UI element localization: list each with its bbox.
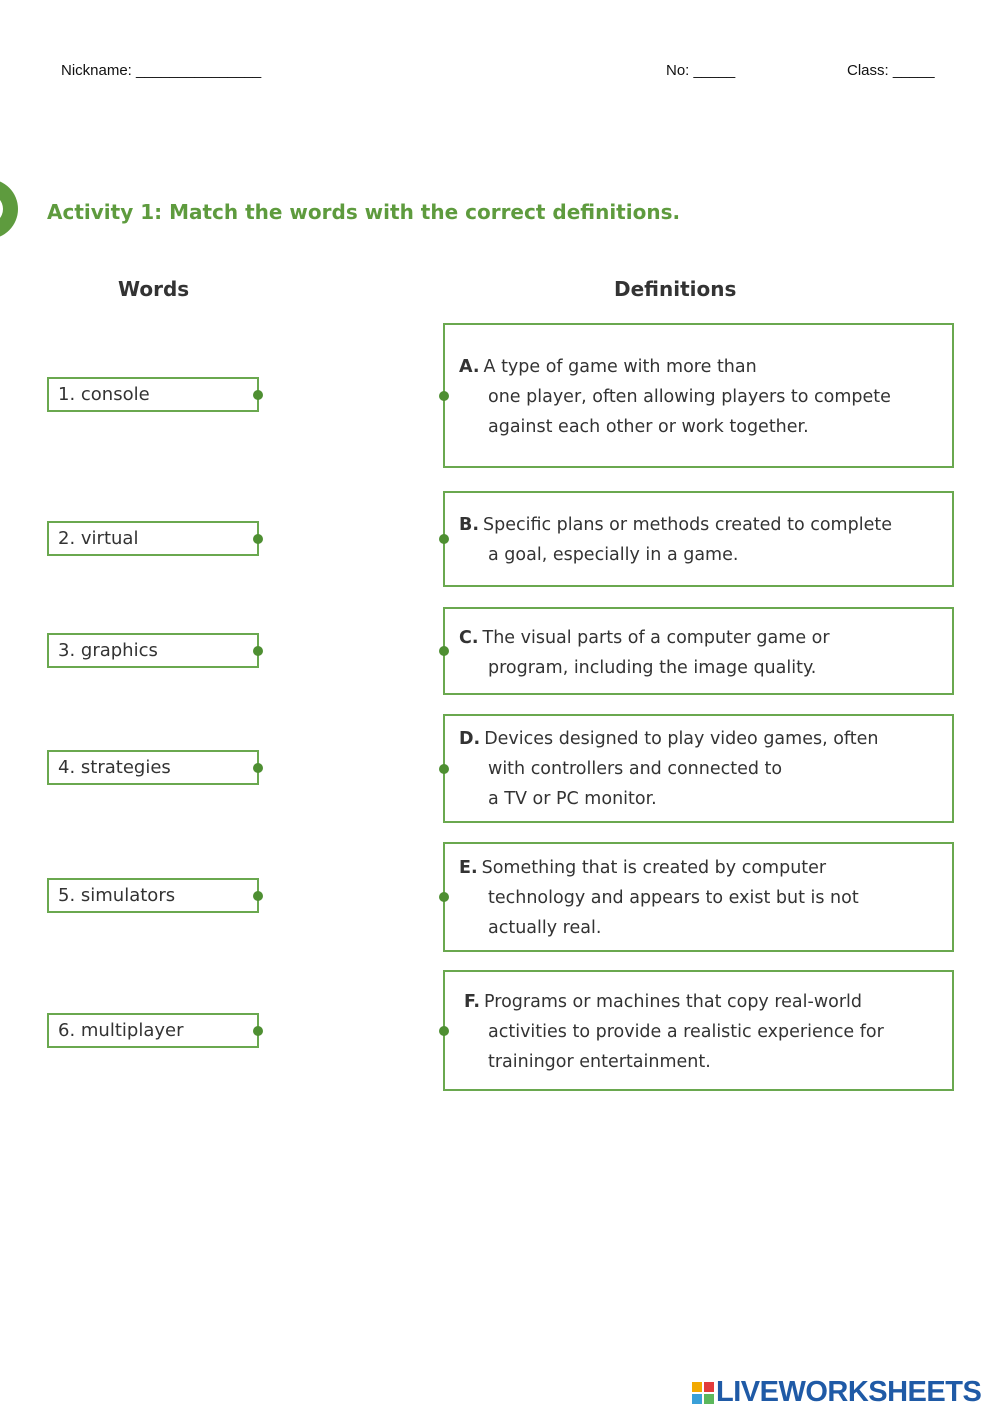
definition-box-f: F.Programs or machines that copy real-wo… [439, 970, 954, 1091]
definition-connector-dot[interactable] [439, 1025, 449, 1036]
definition-line: actually real. [488, 918, 602, 938]
definition-letter: C. [459, 628, 479, 648]
definition-line: Programs or machines that copy real-worl… [484, 992, 863, 1012]
activity-marker-icon [0, 179, 18, 239]
definition-connector-dot[interactable] [439, 646, 449, 656]
definition-line: Something that is created by computer [481, 858, 827, 878]
word-label: 4. strategies [58, 757, 171, 778]
word-connector-dot[interactable] [253, 389, 263, 400]
definition-connector-dot[interactable] [439, 534, 449, 544]
definition-line: trainingor entertainment. [488, 1052, 711, 1072]
liveworksheets-brand: LIVEWORKSHEETS [692, 1376, 982, 1409]
definition-box-c: C.The visual parts of a computer game or… [439, 607, 954, 695]
definition-line: The visual parts of a computer game or [482, 628, 830, 648]
word-label: 3. graphics [58, 640, 158, 661]
word-label: 2. virtual [58, 528, 139, 549]
definition-line: a goal, especially in a game. [488, 545, 739, 565]
definition-line: technology and appears to exist but is n… [488, 888, 859, 908]
word-connector-dot[interactable] [253, 762, 263, 773]
word-box-simulators: 5. simulators [47, 878, 263, 913]
definition-letter: D. [459, 729, 481, 749]
definition-line: Specific plans or methods created to com… [483, 515, 892, 535]
definition-line: activities to provide a realistic experi… [488, 1022, 884, 1042]
activity-title: Activity 1: Match the words with the cor… [47, 200, 681, 224]
word-connector-dot[interactable] [253, 890, 263, 901]
word-label: 6. multiplayer [58, 1020, 184, 1041]
liveworksheets-logo-icon [692, 1381, 714, 1404]
definition-box-b: B.Specific plans or methods created to c… [439, 491, 954, 587]
definition-letter: E. [459, 858, 478, 878]
class-field[interactable]: Class: _____ [847, 62, 935, 79]
word-connector-dot[interactable] [253, 645, 263, 656]
definition-box-a: A.A type of game with more than one play… [439, 323, 954, 468]
brand-name: LIVEWORKSHEETS [716, 1376, 982, 1408]
word-label: 1. console [58, 384, 150, 405]
definition-letter: F. [464, 992, 481, 1012]
definition-line: A type of game with more than [483, 357, 757, 377]
word-box-virtual: 2. virtual [47, 521, 263, 556]
definitions-heading: Definitions [614, 277, 737, 301]
word-box-graphics: 3. graphics [47, 633, 263, 668]
definition-box-d: D.Devices designed to play video games, … [439, 714, 954, 823]
definition-connector-dot[interactable] [439, 892, 449, 902]
nickname-field[interactable]: Nickname: _______________ [61, 62, 262, 79]
definition-connector-dot[interactable] [439, 763, 449, 774]
word-connector-dot[interactable] [253, 533, 263, 544]
definition-connector-dot[interactable] [439, 390, 449, 401]
definition-line: a TV or PC monitor. [488, 789, 657, 809]
definition-letter: B. [459, 515, 479, 535]
number-field[interactable]: No: _____ [666, 62, 736, 79]
word-box-console: 1. console [47, 377, 263, 412]
word-connector-dot[interactable] [253, 1025, 263, 1036]
definition-box-e: E.Something that is created by computer … [439, 842, 954, 952]
definition-line: with controllers and connected to [488, 759, 783, 779]
definition-line: one player, often allowing players to co… [488, 387, 891, 407]
definition-letter: A. [459, 357, 480, 377]
word-box-strategies: 4. strategies [47, 750, 263, 785]
words-heading: Words [118, 277, 190, 301]
definition-line: Devices designed to play video games, of… [484, 729, 879, 749]
definition-line: program, including the image quality. [488, 658, 817, 678]
word-label: 5. simulators [58, 885, 176, 906]
definition-line: against each other or work together. [488, 417, 809, 437]
word-box-multiplayer: 6. multiplayer [47, 1013, 263, 1048]
